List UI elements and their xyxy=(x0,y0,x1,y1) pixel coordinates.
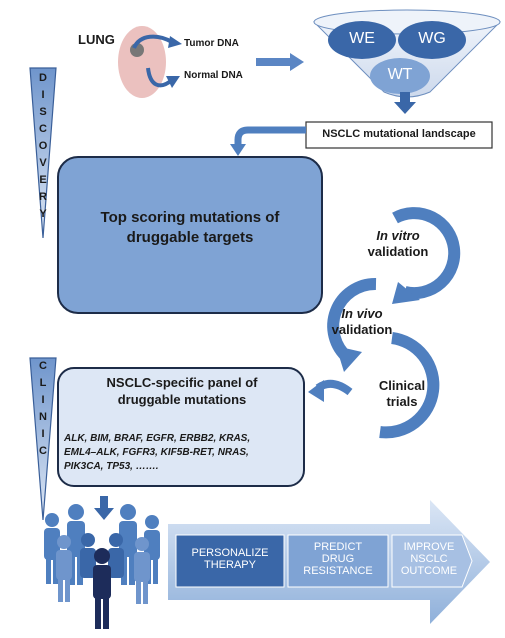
discovery-letter: R xyxy=(39,191,47,203)
clinical-circle-arrow xyxy=(379,332,440,439)
we-label: WE xyxy=(349,30,375,47)
discovery-letter: I xyxy=(41,89,45,101)
panel-title-line1: NSCLC-specific panel of xyxy=(106,375,258,390)
discovery-letter: O xyxy=(38,140,48,152)
discovery-triangle xyxy=(29,67,57,239)
normal-dna-label: Normal DNA xyxy=(184,70,243,81)
lung-title: LUNG xyxy=(78,32,115,47)
discovery-letter: C xyxy=(39,123,47,135)
clinical-line2: trials xyxy=(386,394,418,409)
discovery-letter: D xyxy=(39,72,47,84)
clinic-triangle xyxy=(29,357,57,521)
tumor-dna-label: Tumor DNA xyxy=(184,38,239,49)
step3-line1: IMPROVE xyxy=(403,541,455,553)
in-vivo-label: In vivo validation xyxy=(316,306,408,338)
clinic-letter: N xyxy=(39,411,47,423)
top-scoring-box xyxy=(57,156,323,314)
discovery-letter: Y xyxy=(39,208,47,220)
clinic-letter: C xyxy=(39,360,47,372)
step3-line2: NSCLC xyxy=(410,553,448,565)
panel-title-line2: druggable mutations xyxy=(117,392,247,407)
patient-icon xyxy=(93,548,111,629)
in-vivo-rest: validation xyxy=(331,322,393,337)
in-vitro-italic: In vitro xyxy=(376,228,420,243)
in-vivo-italic: In vivo xyxy=(341,306,383,321)
lung-to-funnel-arrow xyxy=(256,53,304,71)
in-vitro-circle-arrow xyxy=(392,207,461,300)
in-vitro-label: In vitro validation xyxy=(352,228,444,260)
wt-bubble xyxy=(370,58,430,94)
panel-box xyxy=(57,367,305,487)
top-scoring-line1: Top scoring mutations of xyxy=(100,209,280,226)
landscape-box xyxy=(305,121,493,149)
people-icon xyxy=(44,504,160,604)
discovery-letter: V xyxy=(39,157,47,169)
step3-box xyxy=(391,534,473,588)
step1-box xyxy=(175,534,285,588)
clinical-line1: Clinical xyxy=(378,378,426,393)
tumor-dna-arrow xyxy=(132,34,173,49)
discovery-letter: S xyxy=(39,106,47,118)
step3-line3: OUTCOME xyxy=(400,565,458,577)
wg-label: WG xyxy=(418,30,446,47)
step1-text: PERSONALIZE THERAPY xyxy=(176,547,284,571)
panel-down-arrow xyxy=(94,496,114,520)
step1-line2: THERAPY xyxy=(204,559,256,571)
clinic-letter: I xyxy=(41,394,45,406)
in-vitro-rest: validation xyxy=(367,244,429,259)
landscape-to-top-arrow xyxy=(234,126,306,146)
clinic-letter: L xyxy=(39,377,47,389)
panel-genes: ALK, BIM, BRAF, EGFR, ERBB2, KRAS, EML4–… xyxy=(64,432,304,474)
wt-label: WT xyxy=(387,66,413,83)
step2-line1: PREDICT xyxy=(313,541,363,553)
step2-line3: RESISTANCE xyxy=(303,565,373,577)
genes-line1: ALK, BIM, BRAF, EGFR, ERBB2, KRAS, xyxy=(64,433,251,444)
clinic-letter: I xyxy=(41,428,45,440)
clinic-letter: C xyxy=(39,445,47,457)
top-scoring-line2: druggable targets xyxy=(126,229,254,246)
landscape-label: NSCLC mutational landscape xyxy=(322,128,476,140)
step1-line1: PERSONALIZE xyxy=(191,547,269,559)
top-scoring-text: Top scoring mutations of druggable targe… xyxy=(70,208,310,248)
step3-text: IMPROVE NSCLC OUTCOME xyxy=(392,541,466,577)
discovery-letter: E xyxy=(39,174,47,186)
step2-box xyxy=(287,534,389,588)
panel-title: NSCLC-specific panel of druggable mutati… xyxy=(60,374,304,408)
wg-bubble xyxy=(398,21,466,59)
funnel-down-arrow xyxy=(394,92,416,114)
clinical-trials-label: Clinical trials xyxy=(356,378,448,410)
step2-text: PREDICT DRUG RESISTANCE xyxy=(288,541,388,577)
step2-line2: DRUG xyxy=(321,553,355,565)
we-bubble xyxy=(328,21,396,59)
lung-shape xyxy=(118,26,166,98)
genes-line3: PIK3CA, TP53, ……. xyxy=(64,461,159,472)
genes-line2: EML4–ALK, FGFR3, KIF5B-RET, NRAS, xyxy=(64,447,249,458)
